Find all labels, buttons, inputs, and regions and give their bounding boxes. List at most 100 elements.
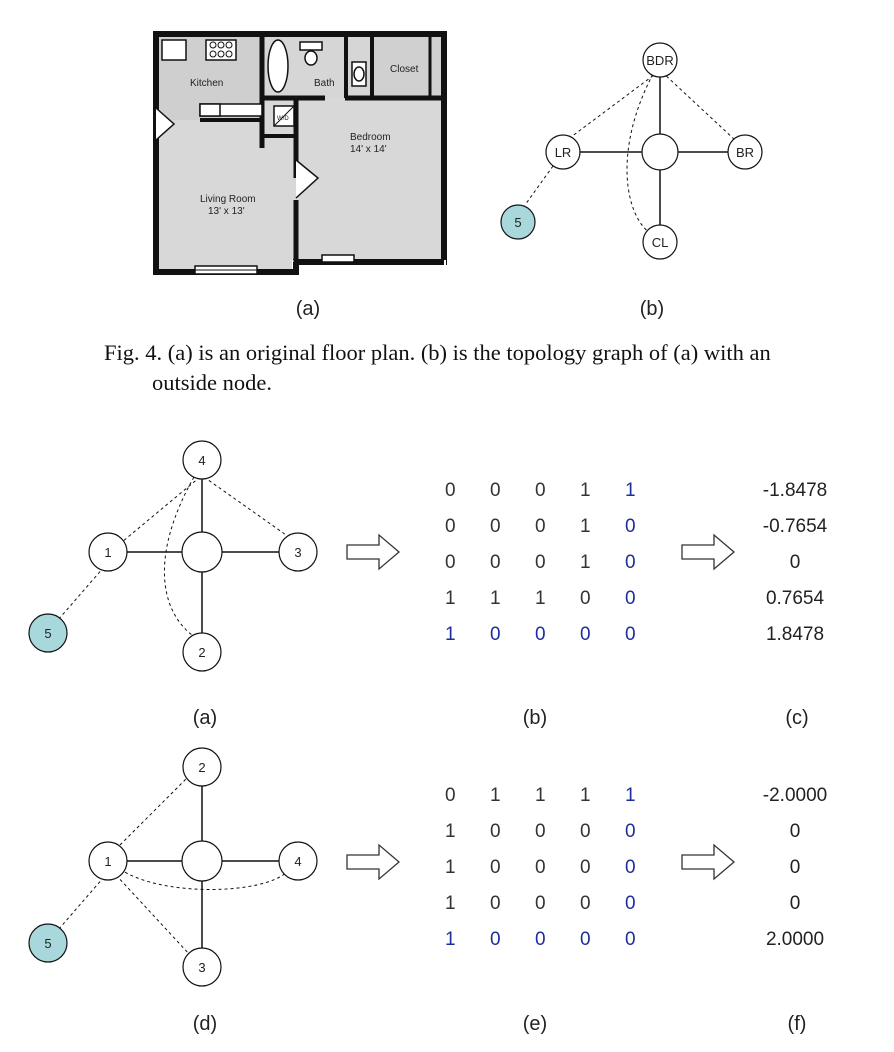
right-arrow-icon bbox=[346, 533, 401, 571]
matrix-cell: 1 bbox=[535, 785, 546, 806]
matrix-cell: 0 bbox=[490, 552, 501, 573]
room-kitchen: Kitchen bbox=[190, 78, 223, 89]
matrix-cell: 0 bbox=[535, 929, 546, 950]
matrix-cell: 0 bbox=[625, 588, 636, 609]
matrix-cell: 0 bbox=[535, 624, 546, 645]
matrix-row: 1 0 0 0 0 bbox=[445, 814, 670, 850]
room-bedroom-size: 14' x 14' bbox=[350, 144, 387, 155]
matrix-cell: 1 bbox=[625, 785, 636, 806]
matrix-cell: 1 bbox=[445, 893, 456, 914]
matrix-cell: 0 bbox=[490, 821, 501, 842]
matrix-row: 1 0 0 0 0 bbox=[445, 617, 670, 653]
caption-line-2: outside node. bbox=[152, 370, 272, 395]
matrix-cell: 0 bbox=[445, 516, 456, 537]
eigenvalue: -1.8478 bbox=[762, 480, 828, 501]
matrix-cell: 0 bbox=[625, 929, 636, 950]
matrix-cell: 0 bbox=[535, 552, 546, 573]
matrix-cell: 0 bbox=[535, 893, 546, 914]
right-arrow-icon bbox=[681, 843, 736, 881]
matrix-cell: 0 bbox=[625, 516, 636, 537]
matrix-cell: 0 bbox=[535, 516, 546, 537]
graph-d-node-2: 2 bbox=[198, 760, 205, 775]
eigenvalue: 0 bbox=[789, 893, 801, 914]
node-br: BR bbox=[736, 145, 754, 160]
matrix-cell: 1 bbox=[445, 588, 456, 609]
room-closet: Closet bbox=[390, 64, 419, 75]
eigenvalue: 1.8478 bbox=[765, 624, 825, 645]
matrix-cell: 1 bbox=[445, 624, 456, 645]
matrix-cell: 0 bbox=[580, 821, 591, 842]
matrix-cell: 0 bbox=[490, 624, 501, 645]
right-arrow-icon bbox=[681, 533, 736, 571]
fig4-label-a: (a) bbox=[295, 298, 321, 320]
adjacency-matrix-e: 0 1 1 1 1 1 0 0 0 0 1 0 0 0 0 1 0 0 0 0 1 0 0 0 0 bbox=[445, 778, 670, 958]
graph-a-node-4: 4 bbox=[198, 453, 205, 468]
eigenvalues-f: -2.0000 0 0 0 2.0000 bbox=[735, 778, 855, 958]
eigenvalue: 0 bbox=[789, 857, 801, 878]
matrix-cell: 0 bbox=[580, 893, 591, 914]
graph-d-node-4: 4 bbox=[294, 854, 301, 869]
matrix-cell: 1 bbox=[580, 516, 591, 537]
matrix-cell: 1 bbox=[445, 857, 456, 878]
matrix-row: 0 1 1 1 1 bbox=[445, 778, 670, 814]
fig5-label-c: (c) bbox=[785, 707, 809, 729]
matrix-cell: 0 bbox=[580, 857, 591, 878]
eigenvalue: 0 bbox=[789, 552, 801, 573]
matrix-cell: 1 bbox=[580, 785, 591, 806]
node-lr: LR bbox=[555, 145, 572, 160]
matrix-cell: 0 bbox=[490, 893, 501, 914]
graph-d-node-1: 1 bbox=[104, 854, 111, 869]
room-bath: Bath bbox=[314, 78, 335, 89]
graph-d-node-3: 3 bbox=[198, 960, 205, 975]
topology-graph: BDR LR BR CL 5 bbox=[500, 42, 763, 260]
node-bdr: BDR bbox=[646, 53, 673, 68]
matrix-cell: 0 bbox=[535, 480, 546, 501]
eigenvalue: -2.0000 bbox=[762, 785, 828, 806]
graph-d: 2 1 4 3 5 bbox=[28, 747, 318, 987]
graph-a-node-1: 1 bbox=[104, 545, 111, 560]
matrix-cell: 0 bbox=[535, 821, 546, 842]
matrix-cell: 1 bbox=[445, 929, 456, 950]
matrix-cell: 0 bbox=[535, 857, 546, 878]
matrix-cell: 0 bbox=[490, 480, 501, 501]
fig5-label-b: (b) bbox=[522, 707, 548, 729]
graph-a-node-3: 3 bbox=[294, 545, 301, 560]
right-arrow-icon bbox=[346, 843, 401, 881]
matrix-cell: 0 bbox=[580, 929, 591, 950]
matrix-cell: 0 bbox=[580, 624, 591, 645]
matrix-cell: 1 bbox=[445, 821, 456, 842]
room-bedroom: Bedroom bbox=[350, 132, 391, 143]
matrix-cell: 1 bbox=[490, 785, 501, 806]
graph-a-node-2: 2 bbox=[198, 645, 205, 660]
matrix-cell: 0 bbox=[445, 552, 456, 573]
matrix-cell: 1 bbox=[580, 552, 591, 573]
eigenvalue: 0 bbox=[789, 821, 801, 842]
fig5-label-f: (f) bbox=[787, 1013, 807, 1035]
graph-a: 4 1 3 2 5 bbox=[28, 440, 318, 672]
figure-caption: Fig. 4. (a) is an original floor plan. (… bbox=[104, 338, 874, 398]
matrix-cell: 0 bbox=[625, 624, 636, 645]
caption-line-1: Fig. 4. (a) is an original floor plan. (… bbox=[104, 340, 771, 365]
matrix-cell: 0 bbox=[625, 821, 636, 842]
eigenvalue: 2.0000 bbox=[765, 929, 825, 950]
matrix-cell: 0 bbox=[445, 785, 456, 806]
eigenvalue: -0.7654 bbox=[762, 516, 828, 537]
room-wd: W/D bbox=[277, 116, 289, 122]
matrix-cell: 1 bbox=[625, 480, 636, 501]
room-living-size: 13' x 13' bbox=[208, 206, 245, 217]
matrix-cell: 0 bbox=[490, 857, 501, 878]
matrix-cell: 1 bbox=[535, 588, 546, 609]
matrix-cell: 0 bbox=[625, 552, 636, 573]
room-living: Living Room bbox=[200, 194, 256, 205]
matrix-row: 1 0 0 0 0 bbox=[445, 850, 670, 886]
graph-d-node-5: 5 bbox=[44, 936, 51, 951]
eigenvalues-c: -1.8478 -0.7654 0 0.7654 1.8478 bbox=[735, 473, 855, 653]
floor-plan: Kitchen Bath Closet W/D Bedroom 14' x 14… bbox=[150, 28, 450, 278]
node-outside: 5 bbox=[514, 215, 521, 230]
matrix-cell: 0 bbox=[625, 857, 636, 878]
